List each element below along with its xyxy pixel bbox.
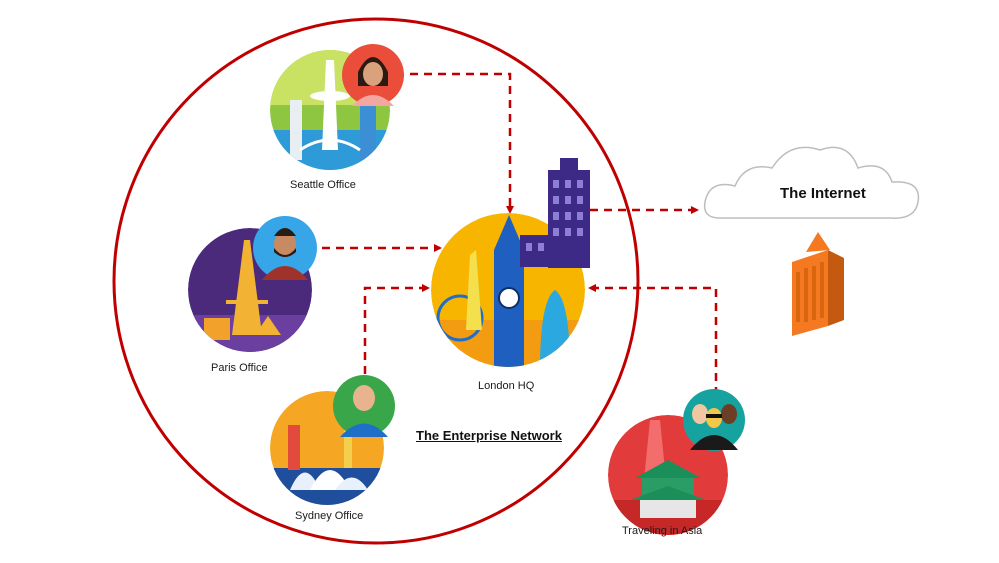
traveling-in-asia-label: Traveling in Asia: [622, 525, 703, 537]
paris-office-label: Paris Office: [211, 362, 268, 374]
office-tower-icon: [520, 158, 590, 268]
london-hq-label: London HQ: [478, 380, 535, 392]
bearded-man-avatar: [253, 216, 317, 280]
edge-asia-london: [588, 284, 718, 395]
node-sydney: [270, 375, 395, 505]
enterprise-network-label: The Enterprise Network: [416, 428, 562, 443]
bald-man-avatar: [333, 375, 395, 437]
cloud-icon: [703, 146, 920, 219]
node-asia: [608, 389, 745, 535]
enterprise-network-boundary: [112, 17, 640, 545]
edge-sydney-london: [363, 284, 430, 388]
edges: [322, 72, 718, 395]
group-avatar: [683, 389, 745, 451]
sydney-office-label: Sydney Office: [295, 510, 364, 522]
node-seattle: [270, 44, 404, 170]
edge-seattle-london: [410, 72, 514, 214]
internet-label: The Internet: [780, 185, 866, 202]
node-paris: [188, 216, 317, 352]
node-internet: [703, 146, 920, 219]
seattle-office-label: Seattle Office: [290, 179, 356, 191]
datacenter-icon: [792, 232, 844, 336]
woman-avatar: [342, 44, 404, 106]
